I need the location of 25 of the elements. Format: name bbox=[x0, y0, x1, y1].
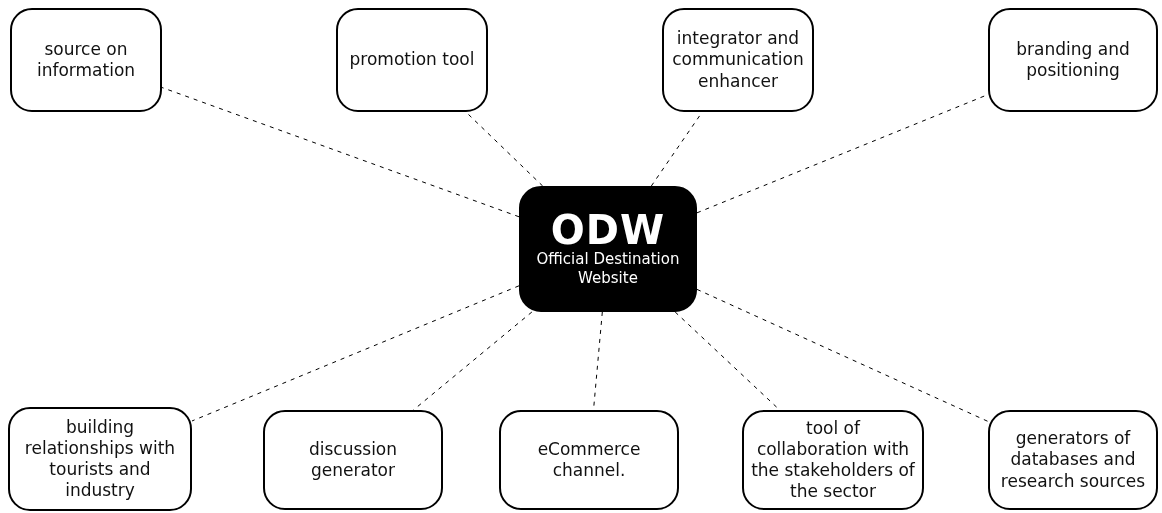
rounded-box bbox=[988, 410, 1158, 510]
rounded-box bbox=[742, 410, 924, 510]
rounded-box bbox=[988, 8, 1158, 112]
hub-title: ODW bbox=[550, 209, 666, 250]
node-label: eCommerce channel. bbox=[536, 438, 642, 482]
dashed-connector bbox=[161, 87, 520, 218]
rounded-box bbox=[499, 410, 679, 510]
hub-box bbox=[519, 186, 697, 312]
node-label: discussion generator bbox=[307, 438, 399, 482]
rounded-box bbox=[8, 407, 192, 511]
dashed-connector bbox=[191, 285, 520, 422]
node-label: Official Destination Website bbox=[535, 249, 681, 289]
node-label: generators of databases and research sources bbox=[999, 428, 1147, 492]
node-label: branding and positioning bbox=[1015, 38, 1131, 82]
dashed-connector bbox=[412, 311, 533, 411]
node-label: building relationships with tourists and industry bbox=[23, 416, 177, 502]
rounded-box bbox=[263, 410, 443, 510]
rounded-box bbox=[10, 8, 162, 112]
rounded-box bbox=[336, 8, 488, 112]
node-label: promotion tool bbox=[349, 49, 475, 71]
rounded-box bbox=[662, 8, 814, 112]
node-label: tool of collaboration with the stakeholders of the sector bbox=[750, 417, 916, 503]
node-label: source on information bbox=[35, 38, 137, 82]
node-label: integrator and communication enhancer bbox=[671, 28, 805, 92]
dashed-connector bbox=[696, 288, 989, 422]
